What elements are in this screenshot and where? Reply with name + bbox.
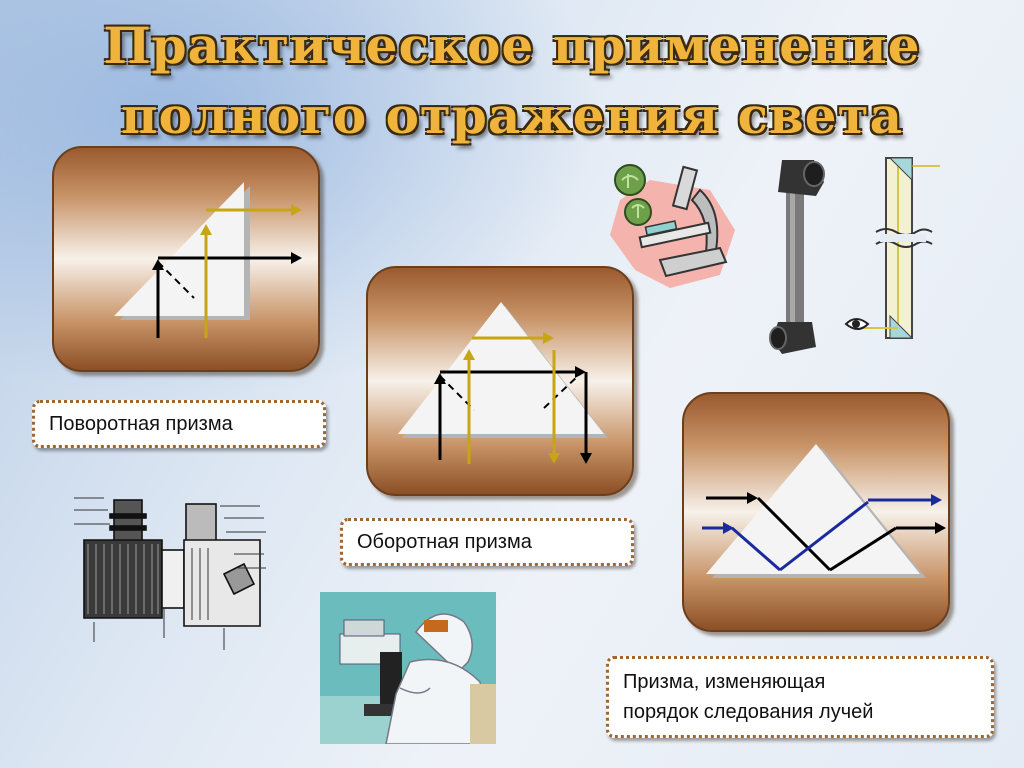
order-prism-label-line-1: Призма, изменяющая [623,671,826,693]
turning-prism-label: Поворотная призма [32,400,326,448]
order-prism-label: Призма, изменяющая порядок следования лу… [606,656,994,738]
slide-title-line-1: Практическое применение [103,16,921,75]
turning-prism-panel [52,146,320,372]
order-prism-label-line-2: порядок следования лучей [623,701,874,723]
order-prism-diagram [702,444,946,578]
binoculars-diagram [74,484,270,654]
reversing-prism-label: Оборотная призма [340,518,634,566]
reversing-prism-diagram [398,302,608,464]
periscope-diagram [840,152,950,344]
order-prism-panel [682,392,950,632]
reversing-prism-panel [366,266,634,496]
periscope-icon [768,152,828,357]
slide-title-line-2: полного отражения света [121,86,903,145]
turning-prism-diagram [114,182,302,338]
lab-worker-microscope [320,592,496,744]
microscope-icon [600,160,740,290]
